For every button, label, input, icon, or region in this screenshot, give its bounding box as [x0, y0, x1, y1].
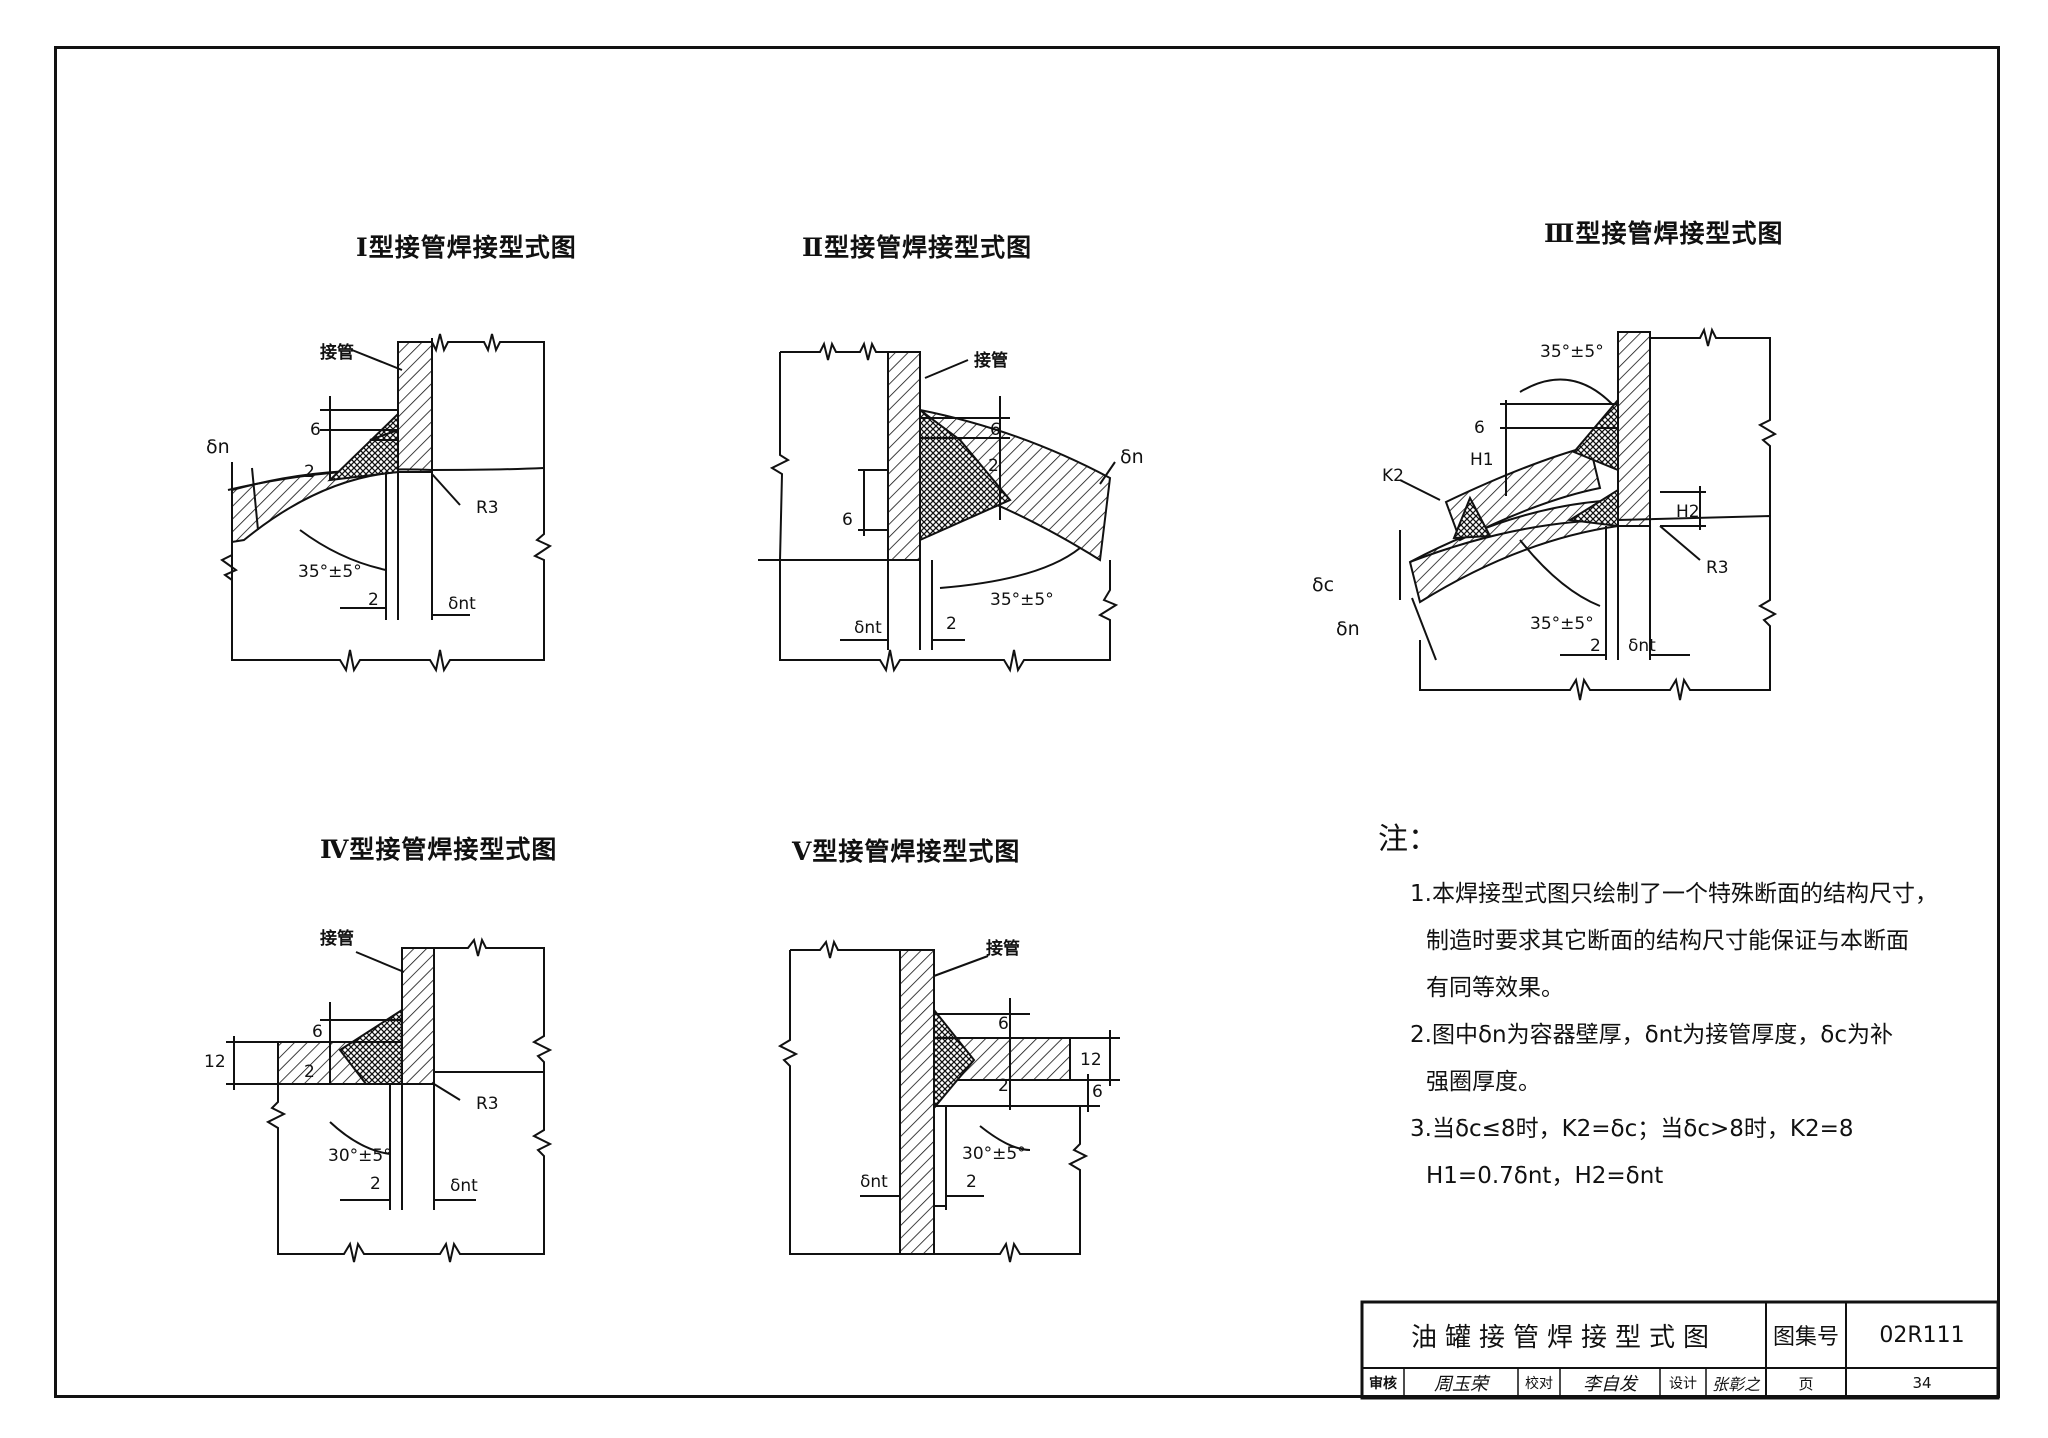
diagram-4-title: Ⅳ型接管焊接型式图	[320, 835, 558, 864]
d3-k2-label: K2	[1382, 466, 1404, 486]
note-line: 1.本焊接型式图只绘制了一个特殊断面的结构尺寸，	[1410, 881, 1938, 907]
d1-pipe-label: 接管	[320, 343, 354, 363]
d5-dim-2: 2	[998, 1076, 1009, 1096]
weld	[933, 1007, 976, 1111]
d3-angle-bot: 35°±5°	[1530, 614, 1594, 634]
drawing-frame	[54, 46, 2000, 1398]
d2-dim-6b: 6	[842, 510, 853, 530]
diagram-type-2	[758, 341, 1119, 673]
note-line: 强圈厚度。	[1426, 1069, 1541, 1095]
d2-pipe-label: 接管	[974, 351, 1008, 371]
diagram-type-3	[1399, 327, 1778, 701]
d3-dc-label: δc	[1312, 574, 1335, 596]
d3-r3-label: R3	[1706, 558, 1729, 578]
note-line: 有同等效果。	[1426, 975, 1564, 1001]
reviewer-signature: 周玉荣	[1434, 1374, 1488, 1395]
d2-angle-label: 35°±5°	[990, 590, 1054, 610]
diagram-1-title: Ⅰ型接管焊接型式图	[356, 233, 577, 262]
d3-h2-label: H2	[1676, 502, 1700, 522]
d2-dim-6a: 6	[990, 420, 1001, 440]
page-number: 34	[1912, 1374, 1932, 1392]
title-block: 油罐接管焊接型式图 图集号 02R111 审核 周玉荣 校对 李自发 设计 张彰…	[1362, 1302, 1998, 1398]
note-line: 2.图中δn为容器壁厚，δnt为接管厚度，δc为补	[1410, 1022, 1893, 1048]
notes-heading: 注：	[1378, 822, 1438, 857]
check-label: 校对	[1525, 1376, 1553, 1392]
d3-dim-2: 2	[1590, 636, 1601, 656]
diagram-type-4	[226, 937, 553, 1263]
d1-dnt-label: δnt	[448, 594, 476, 614]
d5-dim-12: 12	[1080, 1050, 1102, 1070]
d4-angle-label: 30°±5°	[328, 1146, 392, 1166]
designer-signature: 张彰之	[1711, 1375, 1760, 1394]
diagram-type-5	[777, 939, 1120, 1263]
d3-dnt-label: δnt	[1628, 636, 1656, 656]
shell-plate	[231, 469, 399, 544]
d1-r3-label: R3	[476, 498, 499, 518]
d4-dim-2: 2	[304, 1062, 315, 1082]
d3-dn-label: δn	[1336, 618, 1360, 640]
d2-dn-label: δn	[1120, 446, 1144, 468]
d4-dim-2b: 2	[370, 1174, 381, 1194]
d2-dim-2a: 2	[988, 456, 999, 476]
drawing-title: 油罐接管焊接型式图	[1410, 1322, 1717, 1353]
d5-dim-6b: 6	[1092, 1082, 1103, 1102]
d1-dim-2b: 2	[304, 462, 315, 482]
d4-r3-label: R3	[476, 1094, 499, 1114]
weld	[338, 1008, 403, 1085]
weld	[919, 408, 1012, 542]
diagram-2-title: Ⅱ型接管焊接型式图	[802, 233, 1033, 262]
d5-angle-label: 30°±5°	[962, 1144, 1026, 1164]
d4-pipe-label: 接管	[320, 929, 354, 949]
nozzle-wall	[401, 947, 435, 1085]
d2-dnt-label: δnt	[854, 618, 882, 638]
d1-dim-6: 6	[310, 420, 321, 440]
note-line: 制造时要求其它断面的结构尺寸能保证与本断面	[1426, 928, 1909, 954]
d5-pipe-label: 接管	[986, 939, 1020, 959]
title-block-lines	[1360, 1300, 2000, 1400]
diagram-type-1	[220, 333, 553, 673]
d3-angle-top: 35°±5°	[1540, 342, 1604, 362]
weld-lower	[1567, 488, 1619, 528]
d4-dim-12: 12	[204, 1052, 226, 1072]
reinforcing-pad	[1444, 444, 1602, 542]
notes-block: 注： 1.本焊接型式图只绘制了一个特殊断面的结构尺寸， 制造时要求其它断面的结构…	[1378, 816, 1944, 1200]
weld-upper	[1572, 397, 1619, 472]
atlas-number: 02R111	[1879, 1322, 1965, 1348]
d4-dnt-label: δnt	[450, 1176, 478, 1196]
nozzle-wall	[1617, 331, 1651, 527]
d1-dim-2a: 2	[368, 590, 379, 610]
design-label: 设计	[1669, 1376, 1697, 1392]
weld	[327, 411, 399, 482]
review-label: 审核	[1369, 1376, 1397, 1392]
d5-dnt-label: δnt	[860, 1172, 888, 1192]
d5-dim-6a: 6	[998, 1014, 1009, 1034]
note-line: H1=0.7δnt，H2=δnt	[1426, 1163, 1664, 1189]
note-line: 3.当δc≤8时，K2=δc；当δc>8时，K2=8	[1410, 1116, 1854, 1142]
break-outline	[231, 333, 553, 673]
d1-dn-label: δn	[206, 436, 230, 458]
d5-dim-2b: 2	[966, 1172, 977, 1192]
d3-h1-label: H1	[1470, 450, 1494, 470]
diagram-5-title: Ⅴ型接管焊接型式图	[792, 837, 1021, 866]
diagram-3-title: Ⅲ型接管焊接型式图	[1544, 219, 1784, 248]
nozzle-wall	[899, 949, 935, 1255]
d4-dim-6: 6	[312, 1022, 323, 1042]
d2-dim-2b: 2	[946, 614, 957, 634]
fillet-weld	[1452, 495, 1492, 540]
atlas-label: 图集号	[1772, 1325, 1839, 1350]
d1-angle-label: 35°±5°	[298, 562, 362, 582]
nozzle-wall	[397, 341, 433, 473]
nozzle-wall	[887, 351, 921, 561]
d3-dim-6: 6	[1474, 418, 1485, 438]
page-label: 页	[1798, 1374, 1814, 1393]
checker-signature: 李自发	[1583, 1374, 1637, 1395]
